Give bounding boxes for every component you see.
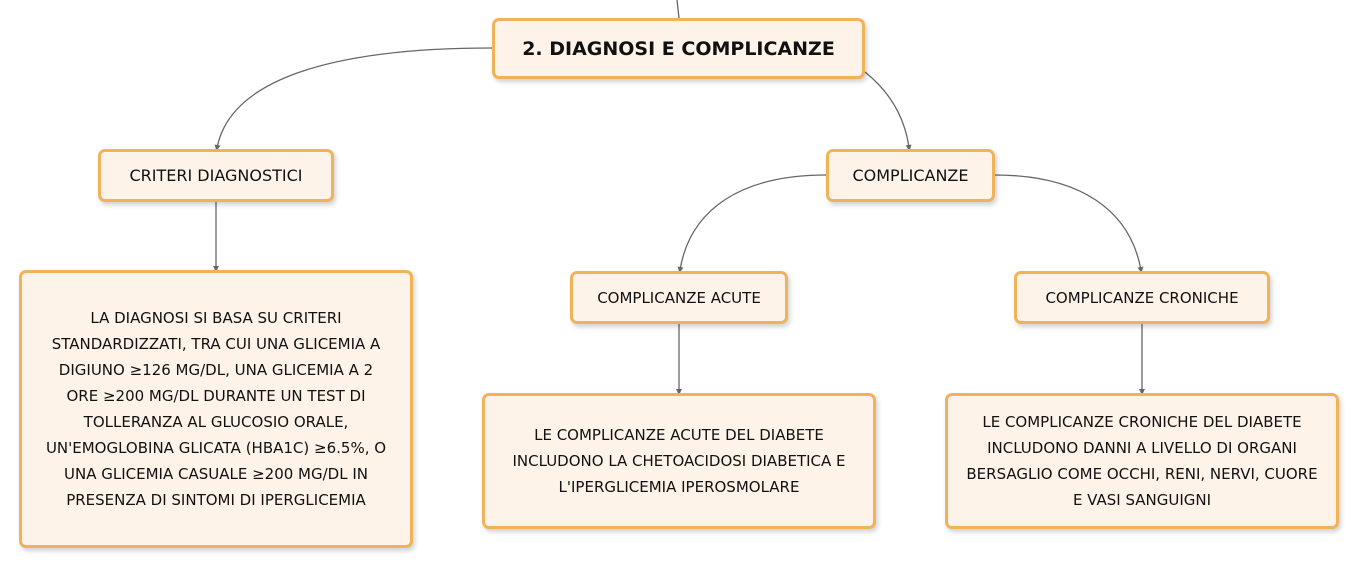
criteri-diagnostici-label: CRITERI DIAGNOSTICI — [129, 166, 303, 185]
complicanze-label: COMPLICANZE — [852, 166, 969, 185]
complicanze-croniche-text-node[interactable]: Le complicanze croniche del diabete incl… — [945, 393, 1339, 529]
complicanze-croniche-node[interactable]: COMPLICANZE CRONICHE — [1014, 271, 1270, 324]
root-node-label: 2. DIAGNOSI E COMPLICANZE — [522, 37, 835, 60]
complicanze-croniche-text: Le complicanze croniche del diabete incl… — [966, 413, 1318, 509]
complicanze-acute-text: Le complicanze acute del diabete includo… — [512, 426, 846, 496]
connector-complicanze-to-croniche — [994, 174, 1144, 273]
connector-parent-to-root — [676, 0, 680, 19]
criteri-diagnostici-node[interactable]: CRITERI DIAGNOSTICI — [98, 149, 334, 202]
complicanze-croniche-label: COMPLICANZE CRONICHE — [1045, 288, 1239, 307]
connector-complicanze-to-acute — [677, 174, 827, 273]
criteri-diagnostici-text: La diagnosi si basa su criteri standardi… — [45, 309, 387, 509]
connector-root-to-criteri — [214, 47, 493, 151]
criteri-diagnostici-text-node[interactable]: La diagnosi si basa su criteri standardi… — [19, 270, 413, 548]
complicanze-acute-label: COMPLICANZE ACUTE — [597, 288, 761, 307]
root-node[interactable]: 2. DIAGNOSI E COMPLICANZE — [492, 18, 865, 79]
complicanze-acute-node[interactable]: COMPLICANZE ACUTE — [570, 271, 788, 324]
connector-root-to-complicanze — [864, 71, 912, 151]
complicanze-acute-text-node[interactable]: Le complicanze acute del diabete includo… — [482, 393, 876, 529]
complicanze-node[interactable]: COMPLICANZE — [826, 149, 995, 202]
